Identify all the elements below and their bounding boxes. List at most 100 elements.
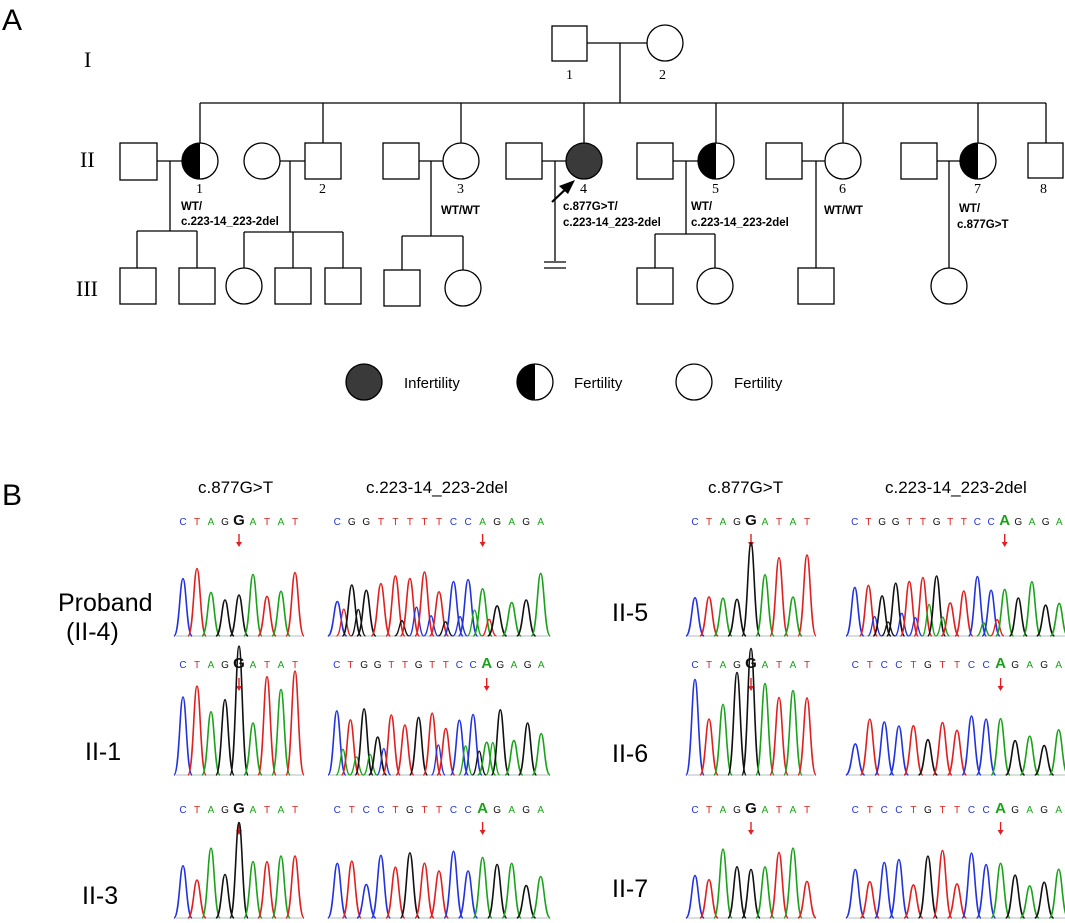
pedigree-female-I2 <box>646 24 684 62</box>
variant-arrow-icon <box>479 534 486 547</box>
pedigree-male-I1 <box>551 25 588 62</box>
genotype-II7-line1: WT/ <box>959 203 981 215</box>
base-call-II-1-c223-14: G <box>524 660 532 671</box>
base-call-proband-c223-10: A <box>479 517 486 528</box>
base-call-proband-c223-11: G <box>493 517 501 528</box>
base-call-II-5-c223-7: T <box>947 517 953 528</box>
chromatogram-peak <box>741 868 761 919</box>
panel-b-label: B <box>2 479 22 512</box>
chromatogram-peak <box>257 595 277 637</box>
chromatogram-peak <box>685 678 705 776</box>
base-call-II-1-c223-15: A <box>538 660 545 671</box>
variant-arrow-icon <box>997 822 1004 835</box>
pedigree-male-III6 <box>383 269 421 307</box>
chromatogram-peak <box>699 878 719 919</box>
base-call-II-6-c877-1: T <box>706 660 712 671</box>
chromatogram-peak <box>859 880 880 919</box>
base-call-proband-c877-2: A <box>208 517 215 528</box>
base-call-proband-c877-8: T <box>292 517 298 528</box>
chromatogram-secondary-peak <box>485 741 501 776</box>
base-call-II-7-c223-0: C <box>852 805 859 816</box>
chromatogram-peak <box>845 586 865 637</box>
chromatogram-peak <box>436 727 456 776</box>
generation-label-III: III <box>76 276 98 301</box>
chromatogram-peak <box>845 743 866 776</box>
genotype-II5-line2: c.223-14_223-2del <box>691 217 789 229</box>
base-call-II-3-c223-13: G <box>522 805 530 816</box>
chromatogram-peak <box>741 542 761 637</box>
base-call-II-7-c223-5: G <box>924 805 932 816</box>
chromatogram-peak <box>783 596 803 637</box>
base-call-II-5-c223-14: G <box>1042 517 1050 528</box>
header-left-c877: c.877G>T <box>198 478 273 497</box>
chromatogram-secondary-peak <box>458 745 474 776</box>
base-call-proband-c877-5: A <box>250 517 257 528</box>
pedigree-male-II8 <box>1027 142 1064 179</box>
chromatogram-peak <box>981 589 1001 637</box>
base-call-II-1-c223-12: G <box>496 660 504 671</box>
base-call-II-6-c223-1: T <box>867 660 873 671</box>
base-call-proband-c223-2: G <box>362 517 370 528</box>
chromatogram-peak <box>990 862 1011 919</box>
base-call-II-7-c223-2: C <box>881 805 888 816</box>
chromatogram-peak <box>903 884 924 919</box>
base-call-proband-c877-7: A <box>278 517 285 528</box>
chromatogram-peak <box>741 647 761 776</box>
base-call-II-5-c223-8: T <box>961 517 967 528</box>
base-call-II-7-c877-1: T <box>706 805 712 816</box>
chromatogram-secondary-peak <box>335 748 351 776</box>
sample-label-II-6: II-6 <box>612 740 648 768</box>
header-right-c223: c.223-14_223-2del <box>885 478 1027 497</box>
base-call-II-1-c877-7: A <box>278 660 285 671</box>
base-call-II-7-c223-1: T <box>867 805 873 816</box>
chromatogram-peak <box>257 860 277 919</box>
base-call-II-3-c223-8: C <box>450 805 457 816</box>
base-call-II-6-c223-0: C <box>852 660 859 671</box>
base-call-II-1-c877-2: A <box>208 660 215 671</box>
base-call-proband-c223-5: T <box>407 517 413 528</box>
chromatogram-peak <box>1019 735 1040 776</box>
base-call-II-6-c877-4: G <box>745 655 757 672</box>
chromatogram-secondary-peak <box>376 747 392 776</box>
base-call-proband-c223-1: G <box>348 517 356 528</box>
chromatogram-peak <box>285 855 305 919</box>
chromatogram-peak <box>888 858 910 919</box>
variant-arrow-icon <box>236 678 242 691</box>
base-call-II-5-c223-13: A <box>1029 517 1036 528</box>
base-call-II-6-c223-3: C <box>895 660 902 671</box>
chromatogram-peak <box>531 732 551 776</box>
chromatogram-peak <box>243 573 263 637</box>
base-call-proband-c223-4: T <box>392 517 398 528</box>
base-call-II-1-c223-5: T <box>402 660 408 671</box>
chromatogram-peak <box>1004 874 1026 919</box>
chromatogram-peak <box>859 718 880 776</box>
base-call-II-5-c223-1: T <box>865 517 871 528</box>
chromatogram-peak <box>1049 602 1065 637</box>
chromatogram-peak <box>285 670 305 776</box>
base-call-II-3-c223-3: C <box>377 805 384 816</box>
chromatogram-peak <box>229 645 249 776</box>
chromatogram-peak <box>187 879 207 919</box>
pedigree-male-III1 <box>119 267 157 305</box>
chromatogram-secondary-peak <box>423 615 439 637</box>
chromatogram-peak <box>477 741 497 776</box>
chromatogram-peak <box>727 671 747 776</box>
chromatogram-secondary-peak <box>908 617 923 637</box>
chromatogram-peak <box>472 587 493 637</box>
base-call-II-6-c223-6: T <box>939 660 945 671</box>
chromatogram-secondary-peak <box>394 620 410 637</box>
chromatogram-peak <box>490 708 510 776</box>
chromatogram-peak <box>422 712 442 776</box>
id-II2: 2 <box>319 182 326 197</box>
base-call-II-1-c223-8: T <box>443 660 449 671</box>
base-call-proband-c223-14: A <box>537 517 544 528</box>
chromatogram-secondary-peak <box>430 744 446 776</box>
base-call-proband-c877-1: T <box>194 517 200 528</box>
base-call-proband-c223-6: T <box>421 517 427 528</box>
